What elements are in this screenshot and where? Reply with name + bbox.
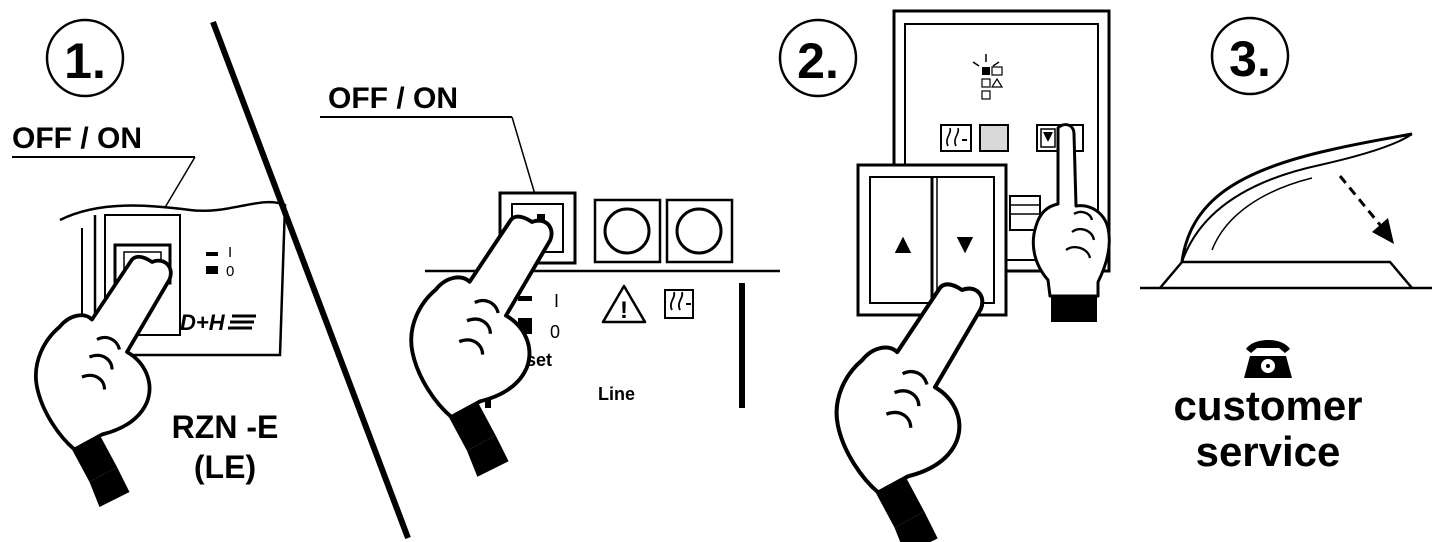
smoke-detector-icon	[664, 289, 694, 319]
smoke-detector-icon	[940, 124, 972, 152]
step-3-number: 3.	[1229, 31, 1271, 87]
up-down-rocker-switch[interactable]	[856, 163, 1008, 317]
svg-text:I: I	[228, 244, 232, 261]
warning-triangle-icon: !	[601, 284, 647, 324]
circled-number-2-icon	[778, 18, 858, 98]
switch-position-symbols: I 0	[206, 244, 234, 280]
pointing-hand-icon	[1031, 123, 1111, 322]
step-2-number: 2.	[797, 33, 839, 89]
off-on-callout-label: OFF / ON	[12, 122, 142, 155]
brand-logo-stripes	[228, 314, 256, 330]
svg-text:0: 0	[550, 322, 560, 342]
step-1-number: 1.	[64, 33, 106, 89]
circled-number-3-icon	[1210, 16, 1290, 96]
pointing-hand-icon	[409, 214, 554, 479]
off-on-callout-label-alt: OFF / ON	[328, 82, 458, 115]
step-1-panel: 1. OFF / ON I 0 D+H RZN -E (LE)	[12, 18, 287, 509]
step-2-panel: 2.	[778, 9, 1111, 542]
brand-logo: D+H	[180, 310, 226, 335]
svg-text:0: 0	[226, 263, 234, 280]
svg-text:!: !	[620, 297, 628, 324]
line-label: Line	[598, 384, 635, 404]
grey-status-tile	[979, 124, 1009, 152]
device-name: RZN -E	[172, 409, 279, 445]
pointing-hand-icon	[837, 284, 983, 542]
device-variant: (LE)	[194, 449, 256, 485]
step-1-alt-panel: OFF / ON I 0 Reset ! Line	[320, 82, 780, 479]
telephone-icon	[1244, 340, 1292, 378]
svg-text:I: I	[554, 291, 559, 311]
circled-number-1-icon	[45, 18, 125, 98]
down-arrow-button[interactable]: ▼	[951, 228, 979, 259]
customer-service-line-1: customer	[1173, 382, 1362, 429]
step-3-panel: 3. customer service	[1140, 16, 1432, 475]
status-indicator-icons	[972, 54, 1004, 100]
customer-service-line-2: service	[1196, 428, 1341, 475]
panel-divider	[210, 20, 411, 540]
rooflight-icon	[1140, 132, 1432, 290]
arrow-down-icon	[1338, 175, 1394, 244]
up-arrow-button[interactable]: ▲	[889, 228, 917, 259]
